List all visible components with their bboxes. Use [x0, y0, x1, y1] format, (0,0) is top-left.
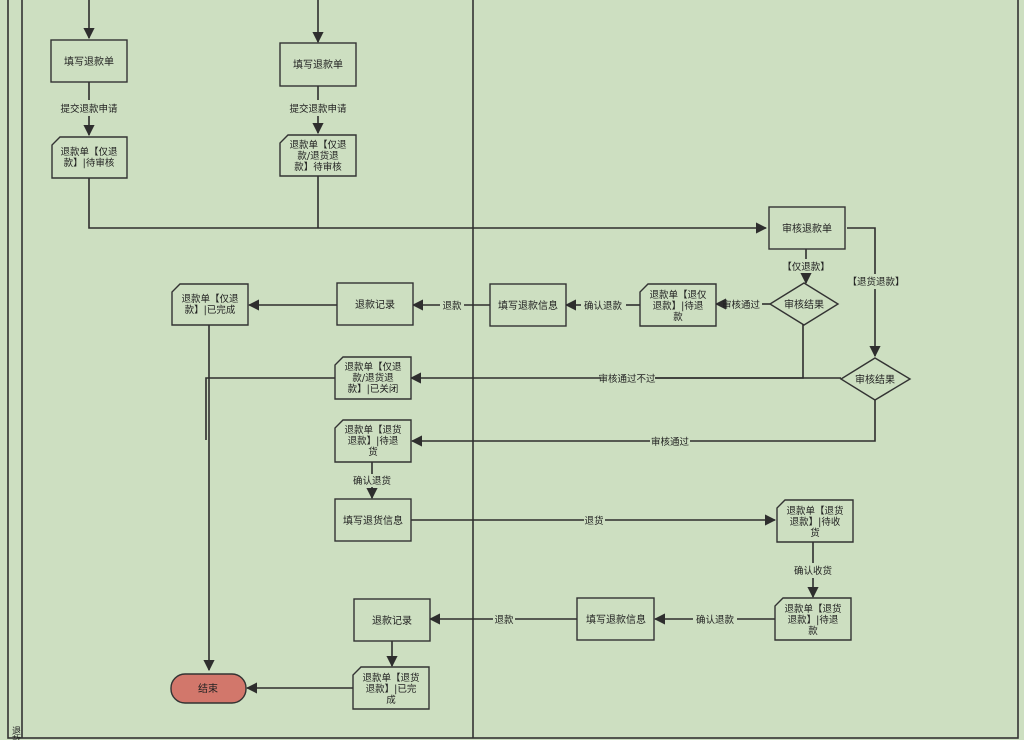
swimlanes: 退款	[7, 0, 1019, 740]
svg-text:填写退款单: 填写退款单	[293, 58, 343, 71]
fill-return-info-node: 填写退货信息	[334, 498, 412, 542]
edge-label: 审核通过不过	[598, 373, 656, 385]
edge-label: 审核通过	[722, 299, 761, 311]
doc-done-only-refund: 退款单【仅退款】|已完成	[171, 283, 249, 326]
svg-text:填写退款信息: 填写退款信息	[586, 613, 646, 626]
decision-review-result-2: 审核结果	[839, 357, 912, 401]
edge-label: 退货	[584, 515, 603, 527]
edge-label: 确认退款	[584, 300, 623, 312]
node-caption-line: 退款】|待退	[653, 300, 704, 312]
node-caption-line: 退款】|待收	[790, 516, 841, 528]
fill-refund-form-node-2: 填写退款单	[279, 42, 357, 87]
refund-record-node-2: 退款记录	[353, 598, 431, 642]
node-caption-line: 退款单【退货	[786, 505, 843, 517]
doc-await-receive: 退款单【退货退款】|待收货	[776, 499, 854, 543]
doc-await-refund-1: 退款单【退仅退款】|待退款	[639, 283, 717, 327]
node-caption-line: 货	[810, 527, 820, 539]
node-caption-line: 退款单【退货	[344, 424, 401, 436]
node-caption-line: 退款】|待退	[788, 614, 839, 626]
edge-label: 提交退款申请	[289, 103, 347, 115]
node-caption-line: 退款单【退仅	[649, 289, 707, 301]
edge-labels: 提交退款申请 提交退款申请 【仅退款】 【退货退款】 审核通过 确认退款 退款 …	[60, 103, 904, 626]
svg-text:填写退货信息: 填写退货信息	[343, 514, 403, 527]
doc-closed: 退款单【仅退款/退货退款】|已关闭	[334, 356, 412, 400]
node-caption-line: 成	[386, 694, 396, 706]
node-caption-line: 款】|待审核	[64, 157, 115, 169]
doc-done-return-refund: 退款单【退货退款】|已完成	[352, 666, 430, 710]
refund-record-node-1: 退款记录	[336, 282, 414, 326]
node-caption-line: 款】|已完成	[185, 304, 236, 316]
edge-label: 提交退款申请	[60, 103, 118, 115]
node-caption-line: 退款】|已完	[366, 683, 417, 695]
edge-label: 确认收货	[794, 565, 832, 577]
end-node: 结束	[170, 673, 247, 704]
edge-label: 【仅退款】	[782, 261, 830, 273]
svg-text:退款记录: 退款记录	[372, 614, 412, 627]
node-caption-line: 退款单【仅退	[60, 146, 118, 158]
edge-label: 审核通过	[651, 436, 690, 448]
doc-pending-review-only-refund: 退款单【仅退款】|待审核	[51, 136, 128, 179]
svg-text:退款单【退货退款】|待退货: 退款单【退货退款】|待退货	[344, 424, 401, 458]
edge-label: 退款	[442, 300, 462, 312]
edge-label: 确认退款	[696, 614, 735, 626]
node-caption-line: 款】待审核	[294, 161, 342, 173]
node-caption-line: 退款单【仅退	[181, 293, 239, 305]
svg-text:填写退款单: 填写退款单	[64, 55, 114, 68]
svg-text:退款单【退货退款】|待退款: 退款单【退货退款】|待退款	[784, 603, 841, 637]
doc-pending-review-both: 退款单【仅退款/退货退款】待审核	[279, 134, 357, 177]
node-caption-line: 退款单【退货	[784, 603, 841, 615]
node-caption-line: 货	[368, 446, 378, 458]
doc-await-refund-2: 退款单【退货退款】|待退款	[774, 597, 852, 641]
node-caption-line: 款】|已关闭	[348, 383, 399, 395]
node-caption-line: 退款单【退货	[362, 672, 419, 684]
svg-text:退款单【退货退款】|待收货: 退款单【退货退款】|待收货	[786, 505, 843, 539]
node-caption-line: 款	[808, 625, 818, 637]
svg-text:退款单【仅退款/退货退款】|已关闭: 退款单【仅退款/退货退款】|已关闭	[344, 361, 402, 395]
node-caption-line: 退款单【仅退	[289, 139, 347, 151]
lane-label: 退款	[10, 726, 21, 740]
svg-text:填写退款信息: 填写退款信息	[498, 299, 558, 312]
svg-text:审核结果: 审核结果	[784, 298, 824, 311]
svg-text:退款记录: 退款记录	[355, 298, 395, 311]
svg-text:退款单【仅退款】|已完成: 退款单【仅退款】|已完成	[181, 293, 239, 316]
node-caption-line: 款/退货退	[297, 150, 339, 162]
svg-text:结束: 结束	[198, 682, 218, 695]
fill-refund-info-node-1: 填写退款信息	[489, 283, 567, 327]
edge-label: 【退货退款】	[847, 276, 904, 288]
node-caption-line: 款/退货退	[352, 372, 394, 384]
review-refund-node: 审核退款单	[768, 206, 846, 250]
doc-await-return: 退款单【退货退款】|待退货	[334, 419, 412, 463]
svg-text:退款单【退仅退款】|待退款: 退款单【退仅退款】|待退款	[649, 289, 707, 323]
node-caption-line: 款	[673, 311, 683, 323]
nodes: 填写退款单 填写退款单 退款单【仅退款】|待审核 退款单【仅退款/退货退款】待审…	[50, 39, 912, 710]
svg-text:退款单【仅退款】|待审核: 退款单【仅退款】|待审核	[60, 146, 118, 169]
edge-label: 确认退货	[353, 475, 391, 487]
svg-text:审核结果: 审核结果	[855, 373, 895, 386]
svg-text:审核退款单: 审核退款单	[782, 222, 832, 235]
svg-text:退款单【仅退款/退货退款】待审核: 退款单【仅退款/退货退款】待审核	[289, 139, 347, 173]
svg-text:退款单【退货退款】|已完成: 退款单【退货退款】|已完成	[362, 672, 419, 706]
fill-refund-info-node-2: 填写退款信息	[576, 597, 655, 641]
edge-label: 退款	[494, 614, 514, 626]
node-caption-line: 退款】|待退	[348, 435, 399, 447]
fill-refund-form-node-1: 填写退款单	[50, 39, 128, 83]
node-caption-line: 退款单【仅退	[344, 361, 402, 373]
decision-review-result-1: 审核结果	[768, 282, 840, 326]
connectors	[83, 0, 881, 694]
